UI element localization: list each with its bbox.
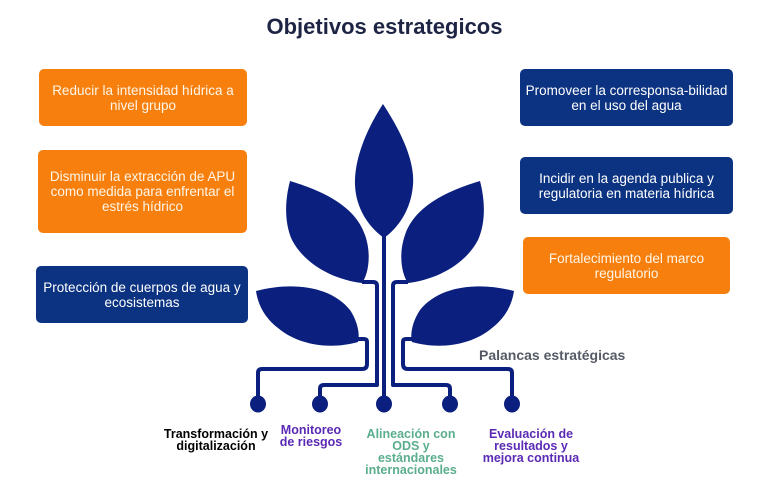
- lever-digital-transformation: Transformación y digitalización: [163, 427, 269, 453]
- objective-label: Disminuir la extracción de APU como medi…: [49, 169, 236, 214]
- lever-risk-monitoring: Monitoreo de riesgos: [279, 423, 343, 449]
- page-title: Objetivos estrategicos: [266, 14, 503, 39]
- objective-label: Fortalecimiento del marco regulatorio: [548, 250, 705, 281]
- objective-public-agenda: Incidir en la agenda publica y regulator…: [520, 157, 733, 214]
- lever-sdg-alignment: Alineación con ODS y estándares internac…: [365, 427, 457, 477]
- objective-regulatory-framework: Fortalecimiento del marco regulatorio: [523, 237, 730, 294]
- objective-co-responsibility: Promoveer la correspon­sa-bilidad en el …: [520, 69, 733, 126]
- objective-reduce-water-intensity: Reducir la intensidad hídrica a nivel gr…: [39, 69, 247, 126]
- lever-results-evaluation: Evaluación de resultados y mejora contin…: [482, 427, 580, 465]
- objective-reduce-extraction: Disminuir la extracción de APU como medi…: [38, 150, 247, 233]
- objective-protect-water-bodies: Protección de cuerpos de agua y ecosiste…: [36, 266, 248, 323]
- objective-label: Promoveer la correspon­sa-bilidad en el …: [525, 82, 728, 113]
- objective-label: Protección de cuerpos de agua y ecosiste…: [43, 279, 241, 310]
- objective-label: Incidir en la agenda publica y regulator…: [538, 170, 715, 201]
- levers-title: Palancas estratégicas: [479, 347, 626, 363]
- objective-label: Reducir la intensidad hídrica a nivel gr…: [52, 82, 234, 113]
